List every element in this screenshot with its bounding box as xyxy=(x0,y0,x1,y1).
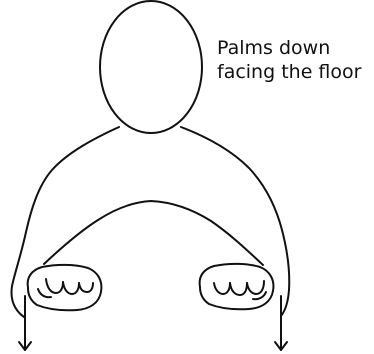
right-down-arrow-icon xyxy=(275,296,287,350)
caption: Palms down facing the floor xyxy=(217,36,361,84)
left-down-arrow-icon xyxy=(19,296,31,350)
right-fist-icon xyxy=(200,264,274,309)
left-fist-icon xyxy=(28,265,102,310)
head-outline xyxy=(100,1,202,133)
caption-line-2: facing the floor xyxy=(217,60,361,84)
caption-line-1: Palms down xyxy=(217,36,361,60)
